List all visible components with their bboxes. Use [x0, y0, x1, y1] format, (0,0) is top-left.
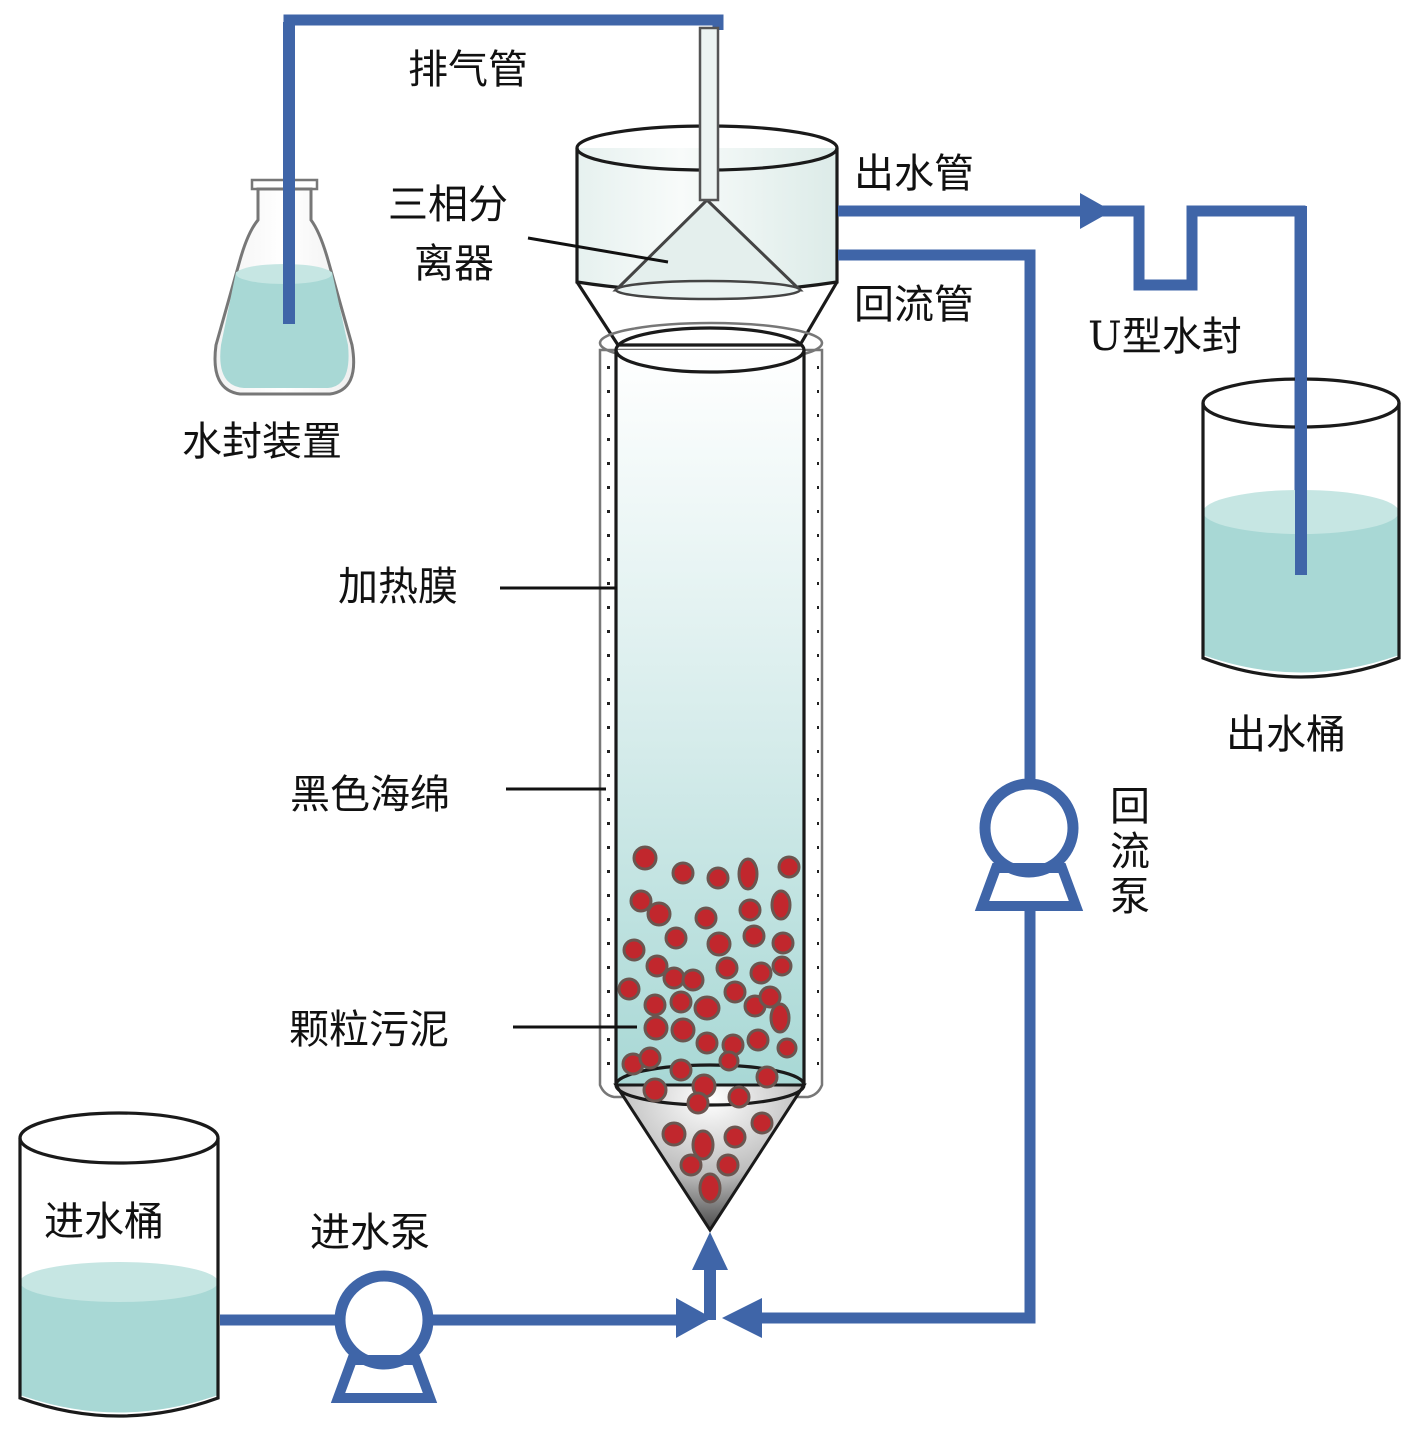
- sludge-granule: [718, 1050, 740, 1072]
- sludge-granule: [770, 889, 792, 921]
- sludge-granule: [646, 901, 672, 927]
- flow-arrow-inlet: [676, 1298, 712, 1338]
- sludge-granule: [643, 1015, 669, 1041]
- label-water-seal-device: 水封装置: [182, 419, 342, 465]
- inlet-tank: [18, 1111, 220, 1418]
- sludge-granule: [706, 931, 732, 957]
- sludge-granule: [643, 993, 667, 1017]
- water-seal-flask: [213, 22, 356, 396]
- column-liquid: [616, 350, 804, 1085]
- sludge-granule: [723, 980, 747, 1004]
- sludge-granule: [622, 938, 646, 962]
- column-top-opening: [614, 326, 806, 374]
- flask-gas-tube: [283, 22, 295, 324]
- sludge-granule: [771, 931, 795, 955]
- sludge-granule: [776, 1037, 798, 1059]
- pump-base-icon: [974, 863, 1084, 911]
- sludge-granule: [706, 866, 730, 890]
- label-separator-line2: 离器: [414, 241, 494, 287]
- sludge-granule: [723, 1125, 747, 1149]
- sludge-granule: [670, 1017, 696, 1043]
- sludge-granule: [669, 1058, 693, 1082]
- column-bottom-rim: [614, 1063, 806, 1107]
- sludge-granule: [662, 966, 686, 990]
- sponge-dots-right: [806, 360, 819, 1085]
- label-reflux-pump-1: 回: [1110, 784, 1150, 830]
- separator-funnel: [575, 281, 839, 347]
- sludge-granule: [769, 1002, 791, 1034]
- column-bottom-cone: [613, 1083, 807, 1233]
- label-separator-line1: 三相分: [388, 182, 508, 228]
- label-black-sponge: 黑色海绵: [290, 772, 450, 818]
- sludge-granule: [681, 968, 705, 992]
- label-reflux-pump-3: 泵: [1110, 874, 1150, 920]
- sludge-granule: [738, 898, 762, 922]
- inlet-pipe: [220, 1232, 728, 1338]
- sludge-granule: [629, 889, 653, 913]
- sludge-granule: [617, 977, 641, 1001]
- inlet-tank-water: [20, 1282, 218, 1413]
- sludge-granule: [749, 961, 773, 985]
- sludge-granule: [645, 954, 669, 978]
- three-phase-separator: [575, 26, 839, 347]
- sludge-granule: [661, 1121, 687, 1147]
- sludge-granule: [693, 995, 721, 1021]
- sludge-granule: [737, 857, 759, 891]
- feed-riser: [704, 1268, 716, 1320]
- label-exhaust-pipe: 排气管: [408, 47, 528, 93]
- sludge-granule: [691, 1129, 715, 1161]
- sludge-granule: [750, 1111, 774, 1135]
- sludge-granule: [698, 1172, 722, 1204]
- inlet-tank-rim: [18, 1111, 220, 1165]
- pump-base-icon: [330, 1355, 438, 1403]
- sludge-granule: [671, 861, 695, 885]
- flow-arrow-outlet: [1080, 193, 1112, 229]
- flow-arrow-up: [692, 1232, 728, 1270]
- label-outlet-pipe: 出水管: [854, 151, 974, 197]
- reflux-pipe: [722, 249, 1036, 1338]
- sponge-dots-left: [603, 360, 616, 1085]
- sludge-granule: [716, 1153, 740, 1177]
- label-inlet-tank: 进水桶: [44, 1199, 164, 1245]
- sludge-granule: [771, 955, 793, 977]
- sludge-granule: [694, 906, 718, 930]
- pump-icon: [979, 778, 1079, 878]
- sludge-granule: [755, 1065, 779, 1089]
- sludge-granule: [727, 1085, 751, 1109]
- label-outlet-tank: 出水桶: [1226, 712, 1346, 758]
- sludge-granule: [742, 924, 766, 948]
- sludge-granule: [746, 1028, 770, 1052]
- sludge-granule: [758, 985, 782, 1009]
- label-reflux-pump-2: 流: [1110, 829, 1150, 875]
- reflux-pump: [974, 778, 1084, 911]
- sludge-granule: [632, 845, 658, 871]
- label-reflux-pipe: 回流管: [854, 282, 974, 328]
- sludge-granule: [642, 1077, 668, 1103]
- sludge-granule: [777, 855, 801, 879]
- gas-riser-tube: [698, 26, 720, 202]
- flask-water: [220, 267, 349, 388]
- outlet-tank: [1201, 206, 1401, 679]
- sludge-granule: [695, 1031, 719, 1055]
- sludge-granule: [669, 990, 693, 1014]
- leader-separator: [527, 236, 669, 264]
- label-heating-film: 加热膜: [338, 564, 458, 610]
- sludge-granule: [664, 926, 688, 950]
- label-inlet-pump: 进水泵: [310, 1210, 430, 1256]
- sludge-granule: [715, 956, 739, 980]
- label-u-water-seal: U型水封: [1088, 314, 1242, 360]
- sludge-granule: [679, 1153, 703, 1177]
- reactor-column: [598, 321, 824, 1233]
- inlet-pump: [330, 1270, 438, 1403]
- pump-icon: [334, 1270, 434, 1370]
- label-granular-sludge: 颗粒污泥: [289, 1007, 449, 1053]
- outlet-tank-water: [1203, 512, 1399, 673]
- granular-sludge-cluster: [617, 845, 801, 1204]
- flow-arrow-reflux: [722, 1298, 762, 1338]
- sludge-granule: [686, 1091, 710, 1115]
- sludge-granule: [638, 1046, 662, 1070]
